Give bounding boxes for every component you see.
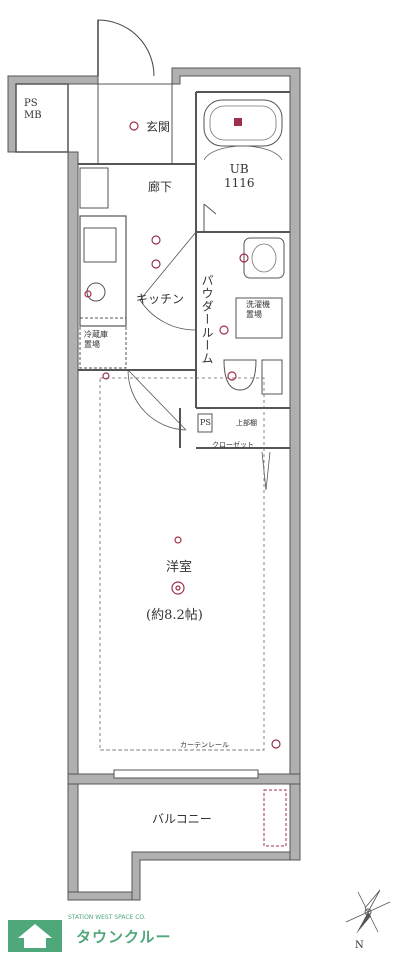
entrance-label: 玄関: [146, 120, 171, 134]
kitchen-label: キッチン: [136, 292, 185, 306]
ac-outdoor-unit: [263, 789, 287, 847]
watermark-brand: タウンクルー: [76, 928, 172, 946]
washbasin: [243, 237, 285, 279]
kitchen-counter: [79, 215, 127, 327]
ps-mb-label: PS MB: [24, 98, 42, 121]
washer-space: [235, 297, 283, 339]
ps-small-box: [197, 413, 213, 433]
exterior-walls: [7, 67, 301, 901]
interior-walls: [78, 91, 290, 449]
kitchen-door: [127, 369, 187, 431]
balcony-label: バルコニー: [152, 812, 212, 826]
shoe-shelf: [79, 167, 109, 209]
fridge-space: [79, 317, 127, 369]
toilet: [223, 359, 257, 391]
ps-mb-box: [15, 83, 69, 153]
upper-shelf-label: 上部棚: [236, 419, 257, 427]
brand-logo-icon: [8, 920, 62, 952]
closet-label: クローゼット: [212, 441, 254, 449]
electrical-markers: [84, 121, 281, 749]
washer-label: 洗濯機 置場: [246, 300, 270, 319]
watermark-tagline: STATION WEST SPACE CO.: [68, 914, 146, 921]
fridge-label: 冷蔵庫 置場: [84, 330, 108, 349]
closet-door: [261, 451, 271, 491]
western-room-label: 洋室: [166, 560, 193, 575]
ps-small-label: PS: [200, 418, 211, 427]
powder-door: [139, 231, 197, 331]
north-compass: [345, 889, 391, 934]
western-room-size: (約8.2帖): [146, 608, 203, 623]
powder-room-label: パウダールーム: [200, 274, 214, 365]
stove: [86, 282, 106, 302]
kitchen-sink: [83, 227, 117, 263]
bathtub: [203, 99, 283, 147]
curtain-rail-label: カーテンレール: [180, 741, 229, 749]
corridor-label: 廊下: [148, 180, 173, 194]
compass-north-label: N: [355, 940, 364, 951]
entrance-door: [97, 19, 155, 77]
ub-label: UB 1116: [224, 162, 255, 190]
balcony-window: [113, 769, 259, 779]
bathroom-door: [203, 203, 217, 232]
